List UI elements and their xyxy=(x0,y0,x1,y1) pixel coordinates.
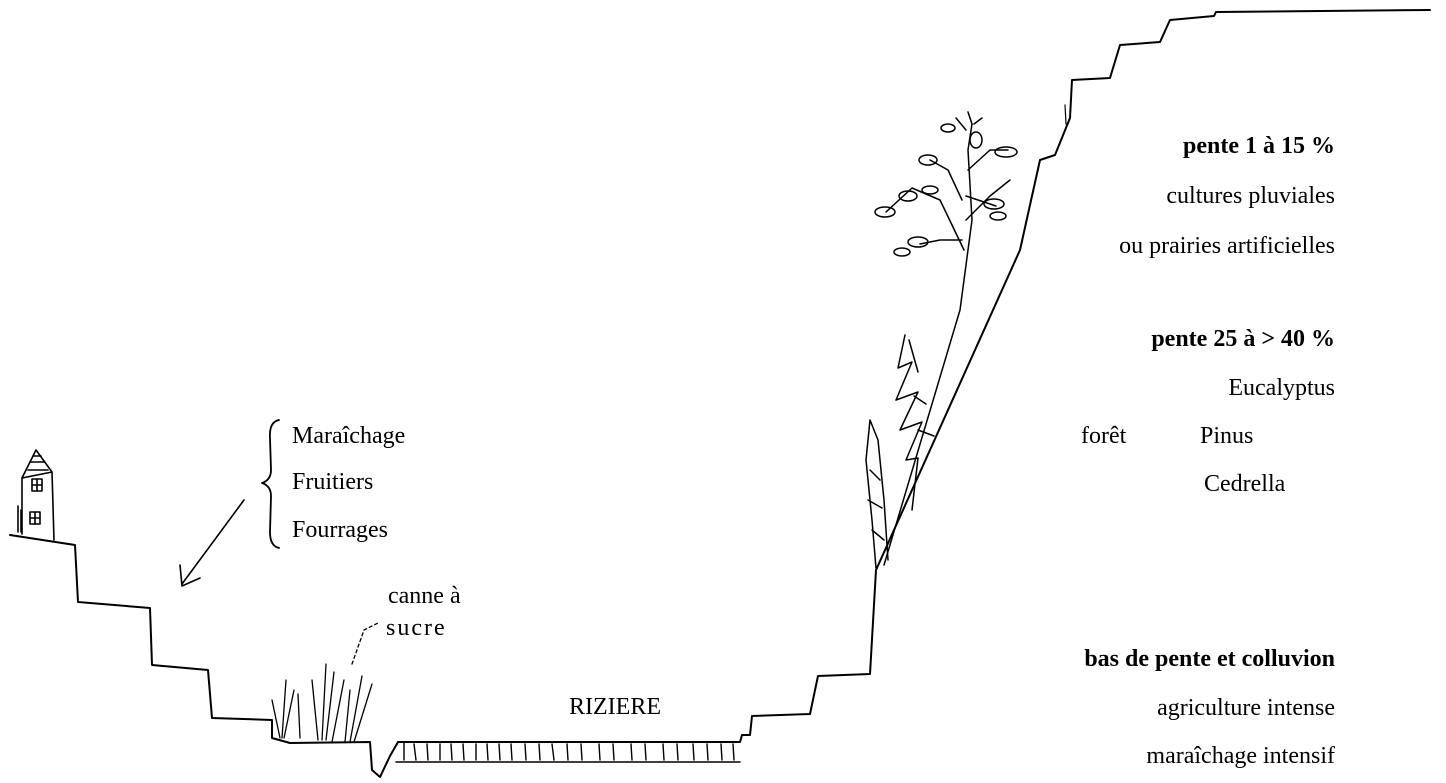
lower-slope-title: bas de pente et colluvion xyxy=(950,645,1335,673)
rice-field-marks xyxy=(396,742,740,762)
lower-slope-line2: maraîchage intensif xyxy=(1040,742,1335,770)
forest-drawing xyxy=(866,112,1017,568)
terrace-maraichage: Maraîchage xyxy=(292,422,405,450)
arrow-to-terraces xyxy=(180,500,244,586)
forest-label: forêt xyxy=(1081,422,1126,450)
house-drawing xyxy=(18,450,54,540)
upper-slope-title: pente 1 à 15 % xyxy=(1040,132,1335,160)
upper-slope-line2: ou prairies artificielles xyxy=(1000,232,1335,260)
species-eucalyptus: Eucalyptus xyxy=(1150,374,1335,402)
species-cedrella: Cedrella xyxy=(1204,470,1285,498)
species-pinus: Pinus xyxy=(1200,422,1253,450)
terrace-fourrages: Fourrages xyxy=(292,516,388,544)
terrace-bracket xyxy=(262,420,279,548)
middle-slope-title: pente 25 à > 40 % xyxy=(1000,325,1335,353)
sugarcane-label-line2: sucre xyxy=(386,614,447,642)
upper-slope-line1: cultures pluviales xyxy=(1040,182,1335,210)
sugarcane-label-line1: canne à xyxy=(388,582,461,610)
lower-slope-line1: agriculture intense xyxy=(1040,694,1335,722)
terrace-fruitiers: Fruitiers xyxy=(292,468,373,496)
rice-field-label: RIZIERE xyxy=(569,693,661,721)
sugarcane-drawing xyxy=(272,622,380,742)
